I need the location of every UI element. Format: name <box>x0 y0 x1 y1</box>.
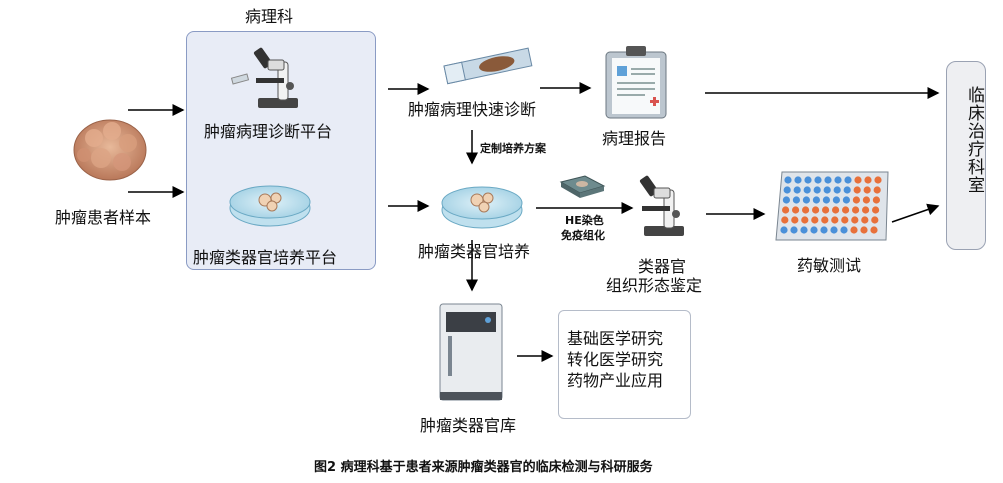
well <box>803 186 811 194</box>
well <box>782 206 790 214</box>
research-item-translational: 转化医学研究 <box>567 350 664 369</box>
well <box>820 226 828 234</box>
well <box>830 226 838 234</box>
well <box>872 196 881 204</box>
organoid-id-line2: 组织形态鉴定 <box>606 276 703 295</box>
report-clipboard-icon <box>605 46 667 119</box>
well <box>812 196 821 204</box>
well <box>850 226 858 234</box>
freezer-icon <box>439 303 503 401</box>
rapid-diag-label: 肿瘤病理快速诊断 <box>408 100 537 119</box>
well <box>841 216 849 224</box>
well-plate-icon <box>775 171 889 241</box>
well <box>802 206 810 214</box>
well <box>792 196 801 204</box>
culture-platform-label: 肿瘤类器官培养平台 <box>193 248 338 267</box>
well <box>872 206 880 214</box>
well <box>871 216 879 224</box>
well <box>790 226 798 234</box>
well <box>852 206 860 214</box>
tissue-block-icon <box>559 175 606 198</box>
well <box>814 176 822 184</box>
well <box>792 206 800 214</box>
dept-title: 病理科 <box>245 7 294 26</box>
well <box>852 196 861 204</box>
well <box>811 216 819 224</box>
slide-icon <box>443 47 533 85</box>
he-stain-label: HE染色 <box>565 214 604 227</box>
well <box>800 226 808 234</box>
well <box>813 186 821 194</box>
research-item-basic: 基础医学研究 <box>567 329 664 348</box>
well <box>874 176 882 184</box>
well <box>821 216 829 224</box>
well <box>843 186 851 194</box>
microscope-2-icon <box>639 175 684 236</box>
well <box>831 216 839 224</box>
research-item-pharma: 药物产业应用 <box>567 371 664 390</box>
well <box>781 216 789 224</box>
pathology-panel <box>186 31 376 270</box>
well <box>870 226 878 234</box>
sample-label: 肿瘤患者样本 <box>55 208 152 227</box>
report-label: 病理报告 <box>602 129 667 148</box>
custom-plan-label: 定制培养方案 <box>480 142 546 155</box>
well <box>862 206 870 214</box>
well <box>862 196 871 204</box>
diag-platform-label: 肿瘤病理诊断平台 <box>204 122 333 141</box>
well <box>851 216 859 224</box>
figure-caption: 图2 病理科基于患者来源肿瘤类器官的临床检测与科研服务 <box>314 460 653 475</box>
well <box>864 176 872 184</box>
well <box>793 186 801 194</box>
culture-dish-icon <box>441 186 523 229</box>
well <box>804 176 812 184</box>
microscope-icon <box>230 47 298 108</box>
biobank-label: 肿瘤类器官库 <box>420 416 517 435</box>
well <box>842 206 850 214</box>
well <box>832 196 841 204</box>
well <box>791 216 799 224</box>
clinical-label: 临床治疗科室 <box>964 86 984 194</box>
well <box>832 206 840 214</box>
well <box>863 186 871 194</box>
well <box>854 176 862 184</box>
well <box>860 226 868 234</box>
well <box>802 196 811 204</box>
well <box>801 216 809 224</box>
ihc-label: 免疫组化 <box>561 229 605 242</box>
well <box>810 226 818 234</box>
well <box>833 186 841 194</box>
well <box>812 206 820 214</box>
well <box>823 186 831 194</box>
organoid-id-line1: 类器官 <box>638 257 687 276</box>
well <box>784 176 792 184</box>
tumor-sample-icon <box>73 119 147 181</box>
well <box>783 186 791 194</box>
clinical-box: 临床治疗科室 <box>946 61 986 250</box>
drug-test-label: 药敏测试 <box>797 256 862 275</box>
well <box>794 176 802 184</box>
well <box>842 196 851 204</box>
petri-dish-icon <box>229 185 311 227</box>
well <box>834 176 842 184</box>
well <box>824 176 832 184</box>
well <box>853 186 861 194</box>
research-box: 基础医学研究 转化医学研究 药物产业应用 <box>558 310 691 419</box>
organoid-culture-label: 肿瘤类器官培养 <box>418 242 531 261</box>
well <box>840 226 848 234</box>
well <box>822 196 831 204</box>
well <box>780 226 788 234</box>
well <box>873 186 881 194</box>
well <box>782 196 791 204</box>
well <box>822 206 830 214</box>
well <box>844 176 852 184</box>
well <box>861 216 869 224</box>
